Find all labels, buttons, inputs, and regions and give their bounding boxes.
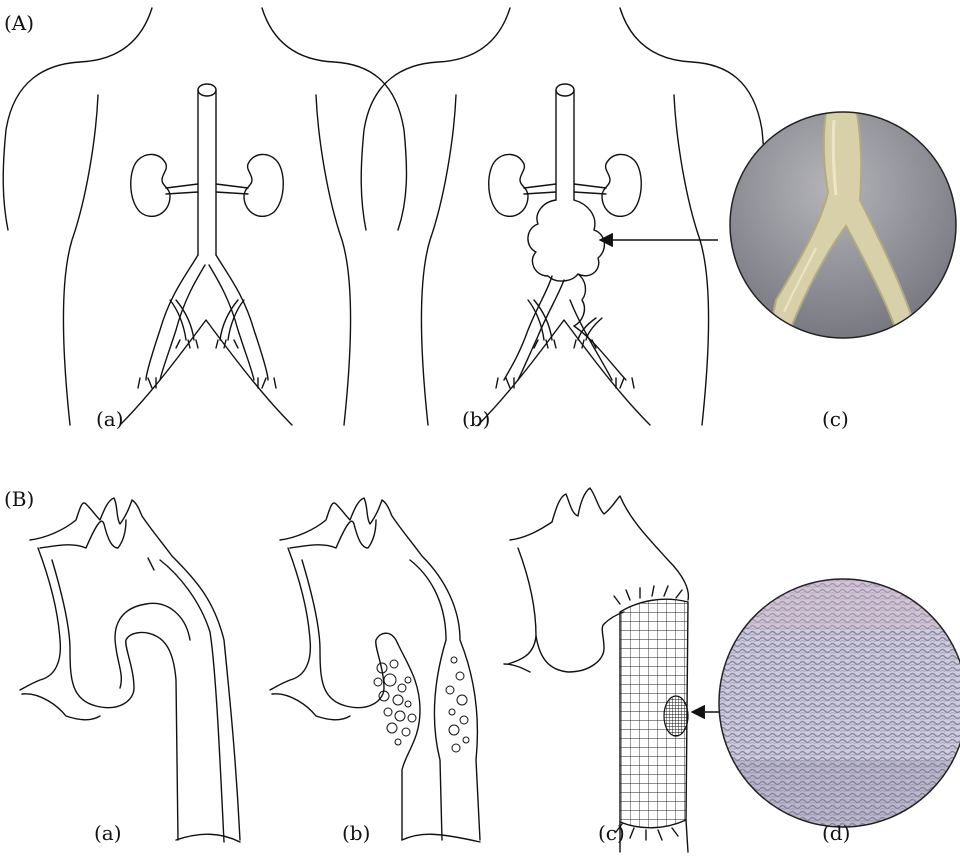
panel-b-sub-b-label: (b) [342,821,370,845]
torso-abdominal-aneurysm [361,8,764,425]
panel-b-sub-a-label: (a) [94,821,122,845]
bifurcated-graft-photo [720,100,960,350]
panel-a-label: (A) [4,11,34,35]
panel-b-label: (B) [4,487,34,511]
graft-fabric-photo [718,578,960,830]
panel-b-sub-c-label: (c) [598,821,625,845]
panel-a-sub-a-label: (a) [96,407,124,431]
aortic-arch-diseased [270,498,480,842]
torso-normal-aorta [3,8,406,425]
aortic-arch-stent-graft [504,488,688,852]
panel-b-sub-d-label: (d) [822,821,850,845]
mesh-detail-patch [664,696,688,736]
plaque-deposits [374,657,469,752]
panel-a-sub-c-label: (c) [822,407,849,431]
panel-a-sub-b-label: (b) [462,407,490,431]
aortic-arch-normal [20,498,240,842]
